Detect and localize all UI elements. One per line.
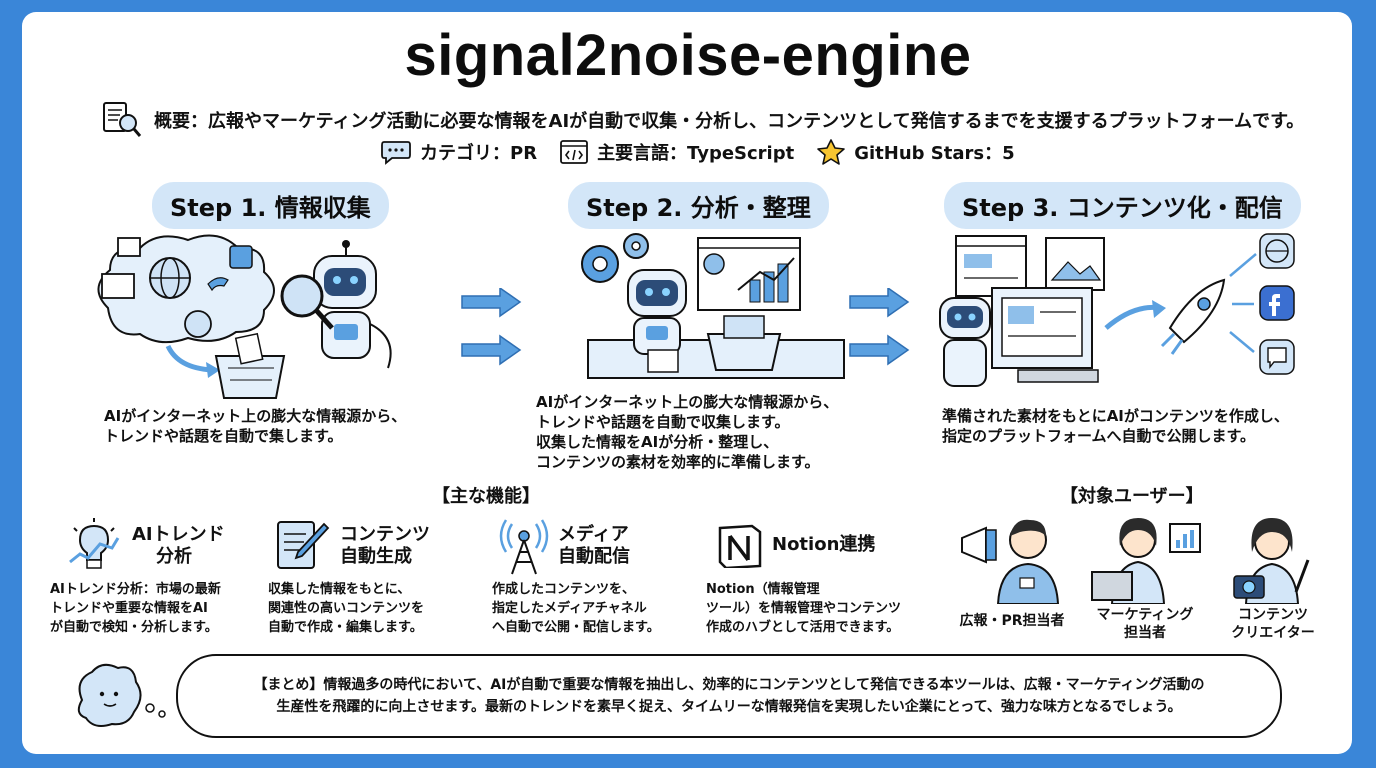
creator-person-avatar xyxy=(1228,512,1318,604)
step-1-illustration xyxy=(88,228,428,408)
robot-icon xyxy=(313,240,392,369)
feature-1-desc-line: AIトレンド分析：市場の最新 xyxy=(50,582,221,597)
user-label-line: 担当者 xyxy=(1124,625,1166,641)
step-3-illustration xyxy=(934,228,1304,398)
user-label-line: 広報・PR担当者 xyxy=(959,613,1065,629)
chat-bubble-icon xyxy=(1259,339,1295,375)
stars-item: GitHub Stars：5 xyxy=(816,138,1015,166)
feature-1-desc-line: トレンドや重要な情報をAI xyxy=(50,601,208,616)
rocket-icon xyxy=(1160,278,1226,355)
notion-icon xyxy=(716,524,762,568)
step-2-illustration xyxy=(574,230,854,390)
speech-bubble-icon xyxy=(380,139,412,165)
feature-3-desc: 作成したコンテンツを、 指定したメディアチャネル へ自動で公開・配信します。 xyxy=(492,580,660,637)
user-label-line: クリエイター xyxy=(1231,625,1315,641)
document-pen-icon xyxy=(272,518,330,574)
step-3-title: Step 3. コンテンツ化・配信 xyxy=(944,182,1301,229)
feature-3-title-line: メディア xyxy=(558,524,629,545)
feature-3-desc-line: へ自動で公開・配信します。 xyxy=(492,620,660,635)
user-label-line: マーケティング xyxy=(1096,607,1194,623)
summary-line: 生産性を飛躍的に向上させます。最新のトレンドを素早く捉え、タイムリーな情報発信を… xyxy=(276,699,1182,715)
language-item: 主要言語：TypeScript xyxy=(559,139,794,165)
step-2-desc: AIがインターネット上の膨大な情報源から、 トレンドや話題を自動で収集します。 … xyxy=(536,392,838,472)
gear-icon xyxy=(581,233,649,283)
feature-2-desc: 収集した情報をもとに、 関連性の高いコンテンツを 自動で作成・編集します。 xyxy=(268,580,424,637)
step-3-desc-line: 指定のプラットフォームへ自動で公開します。 xyxy=(942,427,1256,445)
step-2-title: Step 2. 分析・整理 xyxy=(568,182,829,229)
web-globe-icon xyxy=(1259,233,1295,269)
step-arrow-2 xyxy=(846,288,910,372)
step-2-desc-line: コンテンツの素材を効率的に準備します。 xyxy=(536,453,820,471)
step-arrow-1 xyxy=(458,288,522,372)
feature-2-desc-line: 自動で作成・編集します。 xyxy=(268,620,423,635)
user-label-creator: コンテンツ クリエイター xyxy=(1218,606,1328,642)
pr-person-avatar xyxy=(958,512,1066,604)
features-heading: 【主な機能】 xyxy=(432,486,540,507)
feature-4-desc-line: ツール）を情報管理やコンテンツ xyxy=(706,601,902,616)
feature-3-desc-line: 指定したメディアチャネル xyxy=(492,601,647,616)
user-label-line: コンテンツ xyxy=(1238,607,1308,623)
feature-4-desc-line: Notion（情報管理 xyxy=(706,582,820,597)
stars-text: GitHub Stars：5 xyxy=(854,143,1015,164)
step-3-desc: 準備された素材をもとにAIがコンテンツを作成し、 指定のプラットフォームへ自動で… xyxy=(942,406,1289,446)
antenna-icon xyxy=(498,516,550,576)
feature-3-desc-line: 作成したコンテンツを、 xyxy=(492,582,636,597)
category-text: カテゴリ：PR xyxy=(420,143,538,164)
globe-icon xyxy=(149,257,191,299)
feature-1-title: AIトレンド 分析 xyxy=(132,524,225,568)
feature-3-title: メディア 自動配信 xyxy=(558,524,630,568)
feature-4-title: Notion連携 xyxy=(772,534,876,555)
feature-4-desc-line: 作成のハブとして活用できます。 xyxy=(706,620,900,635)
document-magnifier-icon xyxy=(100,101,144,139)
step-2-desc-line: AIがインターネット上の膨大な情報源から、 xyxy=(536,393,839,411)
overview: 概要：広報やマーケティング活動に必要な情報をAIが自動で収集・分析し、コンテンツ… xyxy=(100,100,1304,140)
step-1-desc-line: トレンドや話題を自動で集します。 xyxy=(104,427,343,445)
thinking-mascot-icon xyxy=(72,660,176,740)
overview-text: 概要：広報やマーケティング活動に必要な情報をAIが自動で収集・分析し、コンテンツ… xyxy=(154,111,1305,132)
feature-3-title-line: 自動配信 xyxy=(558,546,630,567)
step-2-desc-line: トレンドや話題を自動で収集します。 xyxy=(536,413,790,431)
summary-bubble: 【まとめ】情報過多の時代において、AIが自動で重要な情報を抽出し、効率的にコンテ… xyxy=(176,654,1282,738)
facebook-icon xyxy=(1259,285,1295,321)
feature-2-desc-line: 収集した情報をもとに、 xyxy=(268,582,411,597)
feature-2-title-line: コンテンツ xyxy=(340,524,430,545)
robot-icon xyxy=(939,297,991,387)
page-title: signal2noise-engine xyxy=(404,23,972,88)
feature-1-desc: AIトレンド分析：市場の最新 トレンドや重要な情報をAI が自動で検知・分析しま… xyxy=(50,580,221,637)
users-heading: 【対象ユーザー】 xyxy=(1060,486,1204,507)
meta-row: カテゴリ：PR 主要言語：TypeScript GitHub Stars：5 xyxy=(380,136,1020,168)
step-1-desc: AIがインターネット上の膨大な情報源から、 トレンドや話題を自動で集します。 xyxy=(104,406,406,446)
user-label-pr: 広報・PR担当者 xyxy=(954,612,1070,630)
feature-1-desc-line: が自動で検知・分析します。 xyxy=(50,620,218,635)
step-3-desc-line: 準備された素材をもとにAIがコンテンツを作成し、 xyxy=(942,407,1289,425)
step-1-title: Step 1. 情報収集 xyxy=(152,182,389,229)
summary-line: 【まとめ】情報過多の時代において、AIが自動で重要な情報を抽出し、効率的にコンテ… xyxy=(253,677,1205,693)
lightbulb-chart-icon xyxy=(66,518,122,574)
feature-1-title-line: AIトレンド xyxy=(132,524,225,545)
feature-2-title-line: 自動生成 xyxy=(340,546,412,567)
feature-4-desc: Notion（情報管理 ツール）を情報管理やコンテンツ 作成のハブとして活用でき… xyxy=(706,580,901,637)
marketing-person-avatar xyxy=(1086,512,1206,604)
user-label-marketing: マーケティング 担当者 xyxy=(1086,606,1204,642)
step-2-desc-line: 収集した情報をAIが分析・整理し、 xyxy=(536,433,779,451)
category-item: カテゴリ：PR xyxy=(380,139,537,165)
feature-1-title-line: 分析 xyxy=(156,546,192,567)
star-icon xyxy=(816,138,846,166)
step-1-desc-line: AIがインターネット上の膨大な情報源から、 xyxy=(104,407,407,425)
feature-2-desc-line: 関連性の高いコンテンツを xyxy=(268,601,425,616)
code-window-icon xyxy=(559,139,589,165)
feature-2-title: コンテンツ 自動生成 xyxy=(340,524,430,568)
language-text: 主要言語：TypeScript xyxy=(597,143,795,164)
robot-icon xyxy=(627,269,687,355)
